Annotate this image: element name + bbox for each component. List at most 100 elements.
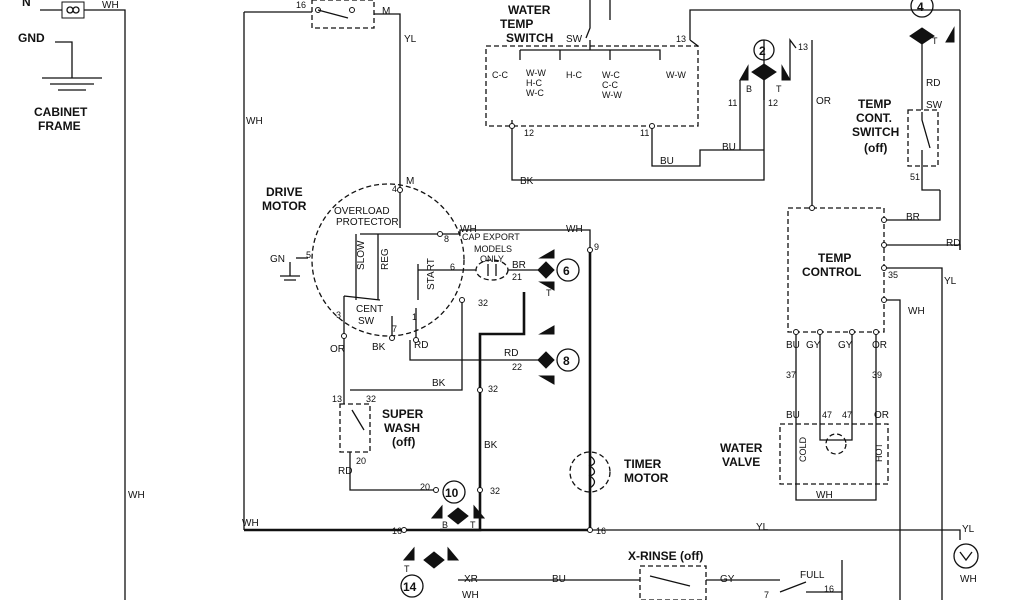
term-11-wts: 11 — [640, 128, 649, 138]
temp-control: TEMP CONTROL 35 YL WH BU GY GY OR 37 39 — [786, 207, 957, 600]
tm-label-2: MOTOR — [624, 471, 669, 485]
term-51: 51 — [910, 172, 920, 182]
term-32-c: 32 — [490, 486, 500, 496]
term-47-a: 47 — [822, 410, 832, 420]
tc-label-2: CONTROL — [802, 265, 861, 279]
ground-symbol — [42, 41, 102, 91]
wire-yl-bottom: YL — [756, 522, 769, 533]
wire-or-tc: OR — [872, 340, 887, 351]
wire-bk-wts: BK — [520, 176, 534, 187]
tcs-box — [907, 109, 939, 167]
wire-br-cap: BR — [512, 260, 526, 271]
term-8: 8 — [444, 234, 449, 244]
tcs-label-2: CONT. — [856, 111, 892, 125]
pos-hc-2: H-C — [566, 70, 582, 80]
timer-motor-circle — [569, 451, 611, 493]
term-32-sw: 32 — [366, 394, 376, 404]
wire-m-top: M — [382, 6, 390, 17]
wire-yl-top: YL — [404, 34, 417, 45]
wts-label-1: WATER — [508, 3, 551, 17]
ground-section: N WH WH GND CABINET FRAME — [18, 0, 145, 600]
cam-6-t: T — [546, 288, 552, 298]
full-label: FULL — [800, 570, 825, 581]
wire-wh-tc: WH — [908, 306, 925, 317]
pos-ww-2: W-W — [602, 90, 622, 100]
drive-motor: DRIVE MOTOR 4 M OVERLOAD PROTECTOR WH WH… — [262, 176, 599, 340]
term-12-wts: 12 — [524, 128, 534, 138]
cam-6-num: 6 — [563, 264, 570, 278]
tcs-label-1: TEMP — [858, 97, 891, 111]
term-9: 9 — [594, 242, 599, 252]
wire-bu-wv: BU — [786, 410, 800, 421]
wire-or-sw: OR — [330, 344, 345, 355]
cam-10-t: T — [470, 520, 476, 530]
cam-14-num: 14 — [403, 580, 417, 594]
term-1: 1 — [412, 312, 417, 322]
wire-bu-tc: BU — [786, 340, 800, 351]
tcs-label-4: (off) — [864, 141, 887, 155]
pos-wc-2: W-C — [602, 70, 620, 80]
cam-2-b: B — [746, 84, 752, 94]
cam-2-num: 2 — [759, 44, 766, 58]
super-wash-box — [339, 403, 371, 453]
wire-rd-tc: RD — [946, 238, 960, 249]
term-39: 39 — [872, 370, 882, 380]
dm-label-2: MOTOR — [262, 199, 307, 213]
pos-wc-1: W-C — [526, 88, 544, 98]
sw-label-3: (off) — [392, 435, 415, 449]
cam-4-temp-cont-switch: 4 T RD TEMP CONT. SWITCH (off) SW 51 BR … — [852, 0, 961, 250]
wire-m-motor: M — [406, 176, 414, 187]
reg-label: REG — [380, 248, 391, 270]
term-16-a: 16 — [392, 526, 402, 536]
cam-2: 2 B T 11 12 13 OR — [728, 38, 831, 210]
term-5: 5 — [306, 250, 311, 260]
neutral-label: N — [22, 0, 31, 9]
cap-3: ONLY — [480, 254, 504, 264]
wire-wh-center: WH — [246, 116, 263, 127]
cap-1: CAP EXPORT — [462, 232, 520, 242]
wv-label-2: VALVE — [722, 455, 760, 469]
term-6: 6 — [450, 262, 455, 272]
bottom-bus: WH 16 16 YL YL WH — [242, 518, 979, 585]
wire-bu-wts-2: BU — [722, 142, 736, 153]
timer-motor: TIMER MOTOR — [569, 451, 669, 493]
wire-xr: XR — [464, 574, 478, 585]
temp-control-box — [787, 207, 885, 333]
wire-bk-lower: BK — [484, 440, 498, 451]
term-13-cam2: 13 — [798, 42, 808, 52]
wire-wh-right: WH — [960, 574, 977, 585]
wts-label-3: SWITCH — [506, 31, 553, 45]
gnd-label: GND — [18, 31, 45, 45]
wire-or-wv: OR — [874, 410, 889, 421]
wire-bu-xr: BU — [552, 574, 566, 585]
wts-box — [485, 45, 699, 127]
wv-box — [779, 423, 889, 485]
dm-label-1: DRIVE — [266, 185, 303, 199]
tc-label-1: TEMP — [818, 251, 851, 265]
wire-bk-sw: BK — [372, 342, 386, 353]
wire-gy-tc-1: GY — [806, 340, 821, 351]
cam-14-t: T — [404, 564, 410, 574]
wire-gy-xr: GY — [720, 574, 735, 585]
x-rinse-box — [639, 565, 707, 600]
super-wash: OR BK 13 32 20 RD SUPER WASH (off) — [330, 336, 436, 491]
wire-rd-sw: RD — [338, 466, 352, 477]
wire-wh-xr: WH — [462, 590, 479, 600]
term-21: 21 — [512, 272, 522, 282]
cap-2: MODELS — [474, 244, 512, 254]
pos-cc-1: C-C — [492, 70, 508, 80]
cent-label: CENT — [356, 304, 383, 315]
tcs-label-3: SWITCH — [852, 125, 899, 139]
pos-ww-3: W-W — [666, 70, 686, 80]
term-16-b: 16 — [596, 526, 606, 536]
term-4: 4 — [392, 184, 397, 194]
wire-bu-wts: BU — [660, 156, 674, 167]
olp-label-1: OVERLOAD — [334, 206, 390, 217]
term-7: 7 — [392, 324, 397, 334]
wire-gy-tc-2: GY — [838, 340, 853, 351]
x-rinse-label: X-RINSE (off) — [628, 549, 703, 563]
wv-label-1: WATER — [720, 441, 763, 455]
term-32-a: 32 — [478, 298, 488, 308]
wire-wh-left: WH — [128, 490, 145, 501]
